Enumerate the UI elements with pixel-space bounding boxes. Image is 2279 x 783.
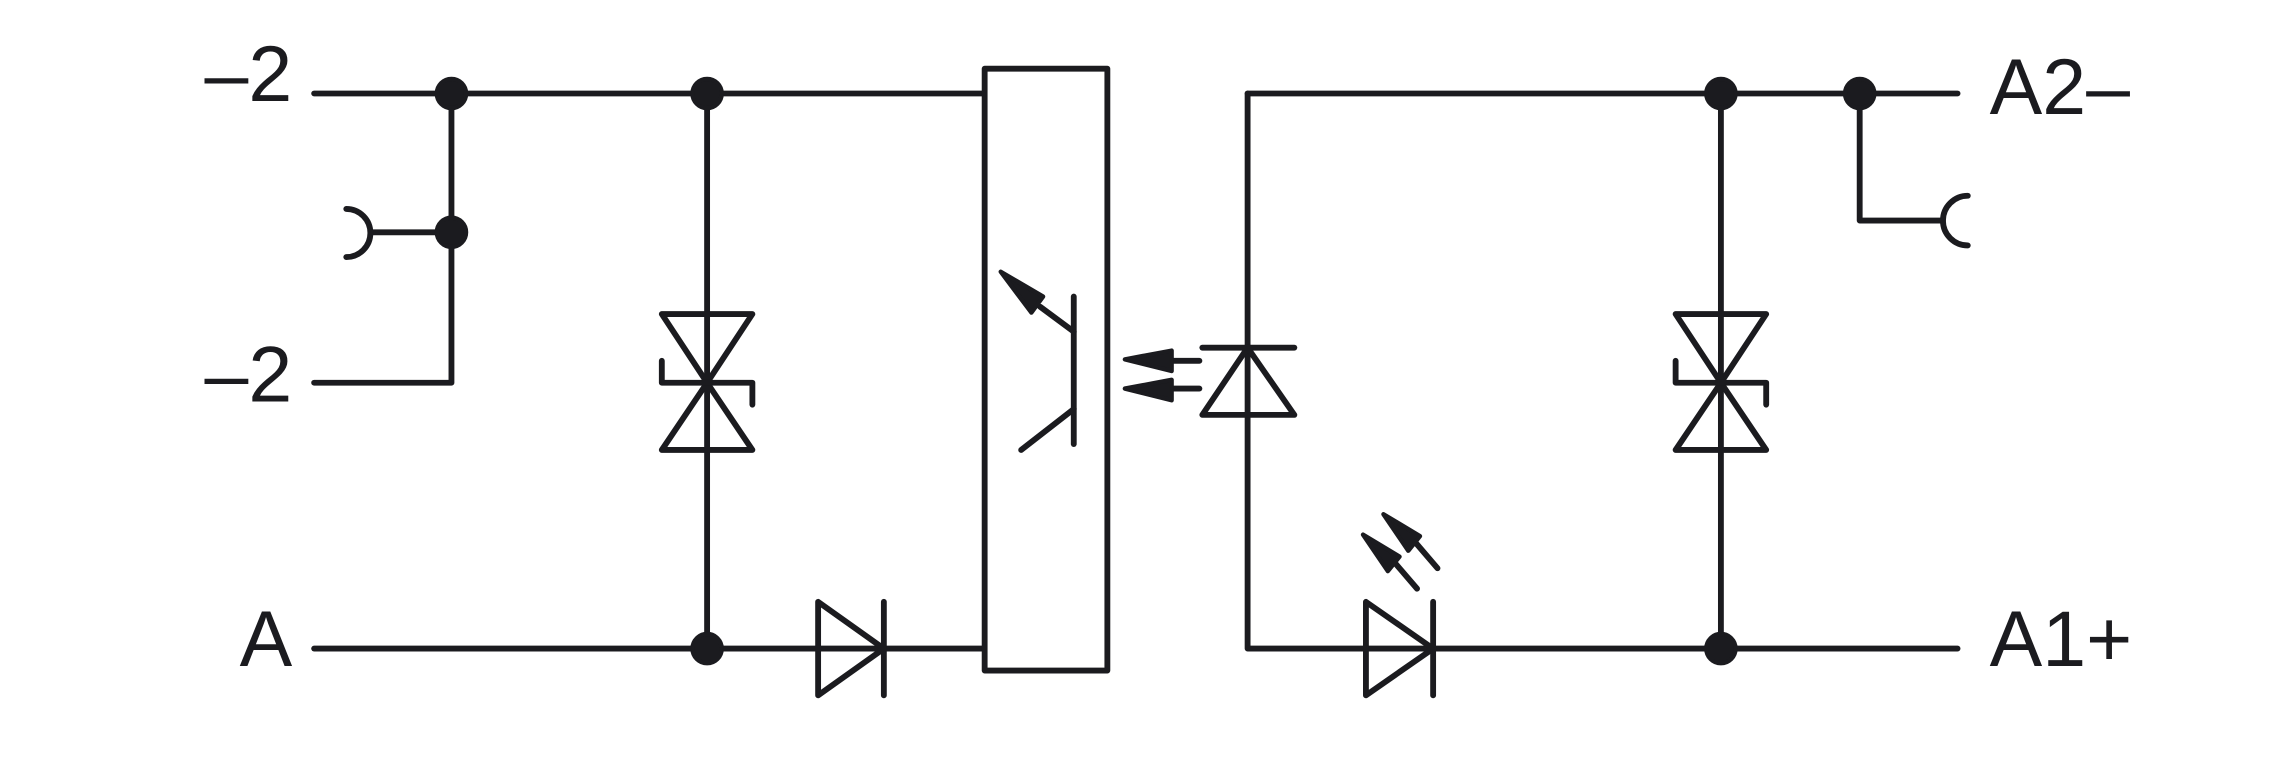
terminal-label-left-top: –2 xyxy=(204,30,292,118)
tvs-diode-right xyxy=(1672,311,1770,453)
junction-dot xyxy=(690,631,724,666)
junction-dot xyxy=(690,76,724,111)
terminal-label-a2: A2– xyxy=(1990,43,2130,131)
terminal-label-left-middle: –2 xyxy=(204,331,292,419)
optocoupler-box xyxy=(981,65,1111,674)
jumper-socket-left xyxy=(343,205,374,261)
junction-dot xyxy=(1704,631,1738,666)
tvs-diode-left xyxy=(658,311,756,453)
opto-led xyxy=(1199,344,1298,418)
terminal-label-left-bottom: A xyxy=(240,595,293,683)
output-side-wiring xyxy=(311,76,987,666)
diode-output xyxy=(815,598,887,699)
status-led xyxy=(1360,512,1441,699)
junction-dot xyxy=(434,215,469,250)
junction-dot xyxy=(1842,76,1877,111)
terminal-label-a1: A1+ xyxy=(1990,595,2133,683)
junction-dot xyxy=(434,76,469,111)
input-side-wiring xyxy=(1244,76,1971,666)
jumper-socket-right xyxy=(1940,192,1971,249)
phototransistor xyxy=(998,269,1077,453)
light-arrows-coupling xyxy=(1122,348,1203,403)
junction-dot xyxy=(1704,76,1738,111)
